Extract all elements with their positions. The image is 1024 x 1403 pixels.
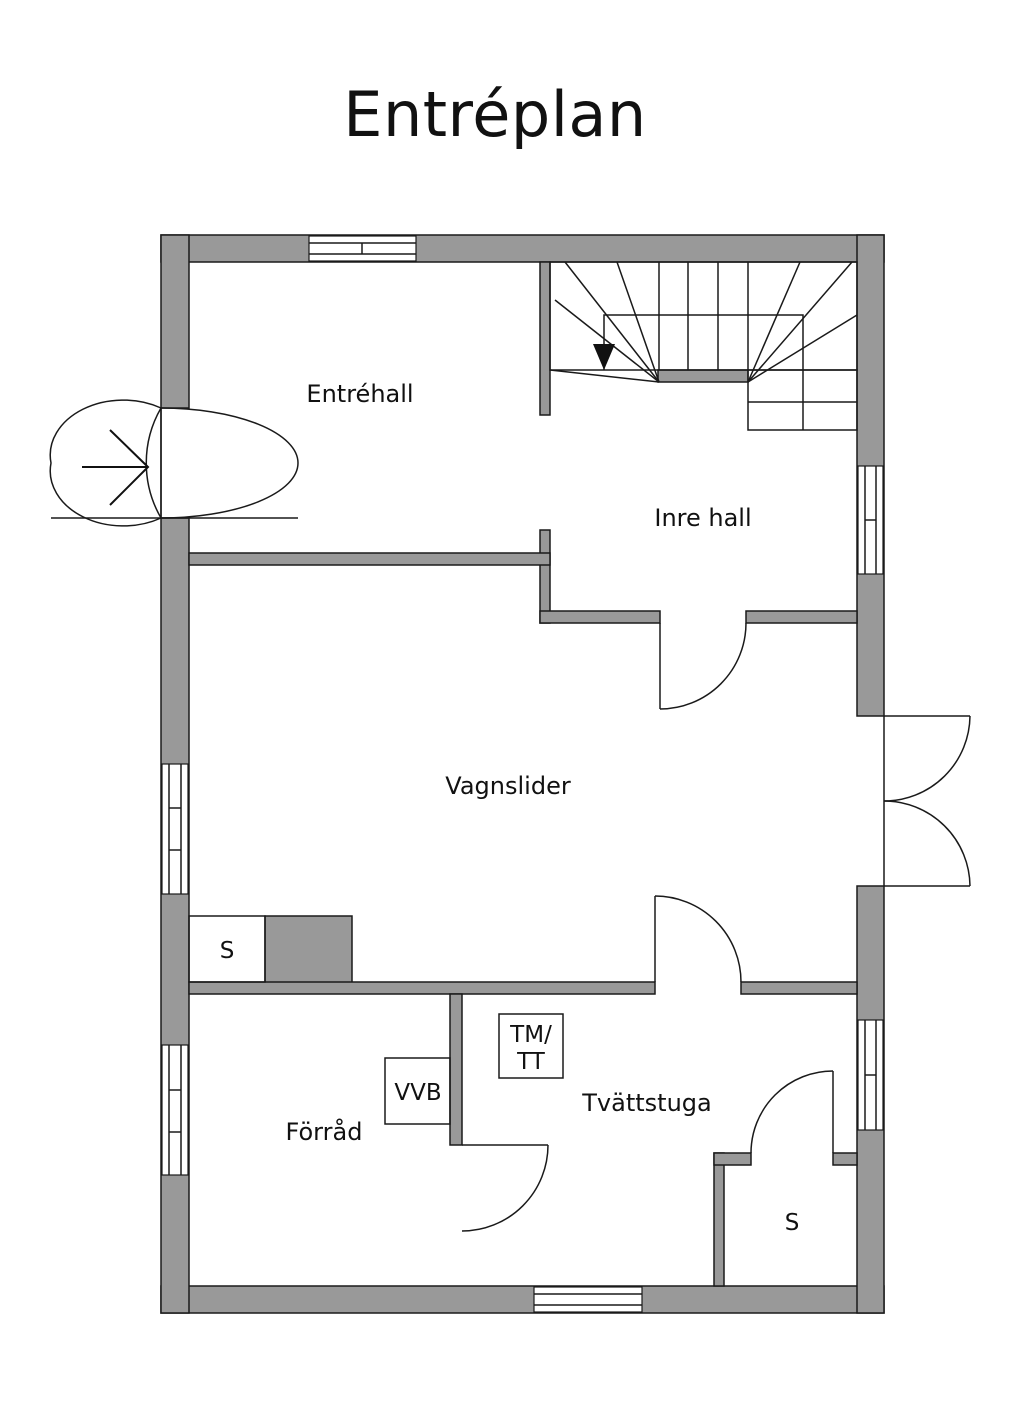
storage-label-left: S [220, 938, 235, 964]
entry-door [49, 399, 299, 527]
wall-closet-top-right [832, 1152, 858, 1166]
water-heater-box [384, 1057, 451, 1125]
water-heater-label: VVB [394, 1080, 441, 1106]
washer-label-line1: TM/ [509, 1022, 552, 1048]
plan-title: Entréplan [343, 78, 647, 151]
window-bottom [533, 1286, 643, 1313]
wall-top [160, 234, 885, 263]
wall-entrehall-bottom [188, 552, 551, 566]
wall-forrad-tvattstuga [449, 993, 463, 1146]
room-label-vagnslider: Vagnslider [445, 772, 571, 800]
room-label-forrad: Förråd [286, 1117, 363, 1146]
storage-label-right: S [785, 1210, 800, 1236]
wall-left-upper [160, 234, 190, 409]
window-left-lower [161, 1044, 189, 1176]
wall-closet-left [713, 1152, 725, 1287]
wall-inre-hall-bottom-right [745, 610, 858, 624]
door-forrad [461, 1144, 549, 1232]
wall-stair-left [539, 261, 551, 416]
window-top [308, 235, 417, 262]
room-label-entrehall: Entréhall [306, 380, 413, 408]
wall-vagnslider-bottom-left [188, 981, 656, 995]
interior-walls [188, 261, 858, 1287]
wall-left-lower [160, 517, 190, 1314]
windows [161, 235, 884, 1313]
door-closet [750, 1070, 834, 1154]
room-label-inre-hall: Inre hall [654, 504, 751, 532]
wall-closet-top-left [713, 1152, 752, 1166]
washer-dryer-box [498, 1013, 564, 1079]
room-label-tvattstuga: Tvättstuga [581, 1089, 711, 1117]
doors [49, 399, 971, 1232]
door-inre-hall [659, 622, 747, 710]
wall-inre-hall-bottom-left [539, 610, 661, 624]
wall-bottom [160, 1285, 885, 1314]
entry-arrow-icon [82, 429, 150, 506]
washer-label-line2: TT [516, 1049, 546, 1075]
window-right-upper [857, 465, 884, 575]
door-tvattstuga [654, 895, 742, 983]
wall-inre-hall-left [539, 529, 551, 624]
chimney-block [264, 915, 353, 987]
stair-landing [657, 369, 749, 383]
stair-arrow-icon [593, 344, 615, 370]
window-right-lower [857, 1019, 884, 1131]
staircase [549, 261, 858, 431]
window-left-upper [161, 763, 189, 895]
wall-vagnslider-bottom-right [740, 981, 858, 995]
double-door-right [883, 715, 971, 887]
storage-box-left [188, 915, 266, 983]
